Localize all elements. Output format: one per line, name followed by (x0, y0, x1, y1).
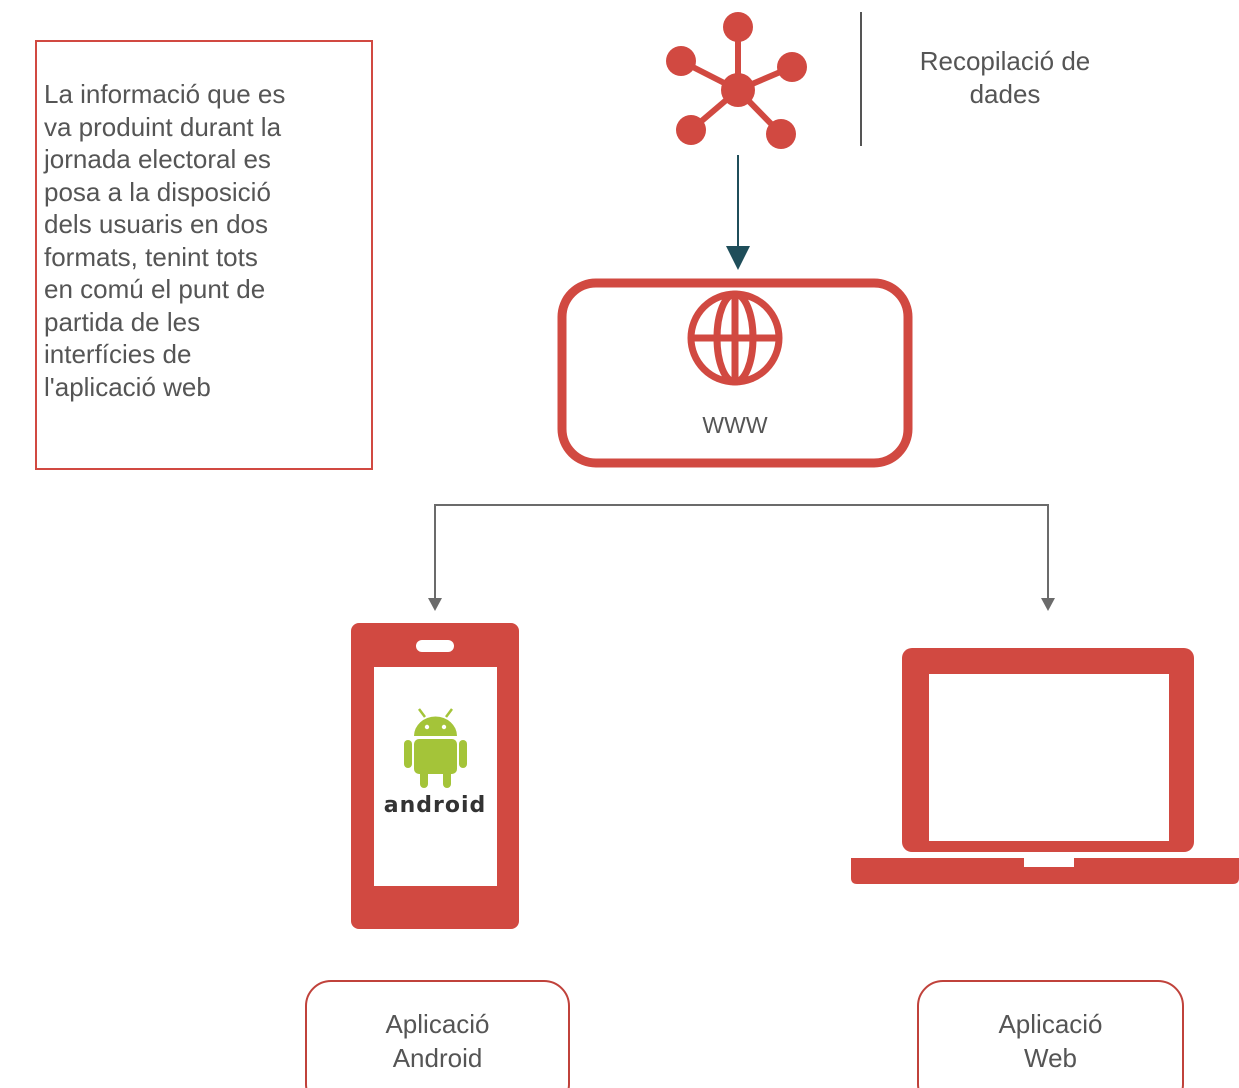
android-app-label: Aplicació Android (385, 1009, 490, 1073)
data-source-label: Recopilació de dades (919, 46, 1091, 109)
description-text: La informació que es va produint durant … (44, 79, 286, 402)
network-hub-icon (666, 12, 807, 149)
android-robot-icon (404, 708, 467, 788)
laptop-icon (851, 648, 1239, 884)
web-app-label: Aplicació Web (998, 1009, 1103, 1073)
smartphone-icon (351, 623, 519, 929)
android-wordmark: android (384, 793, 487, 818)
description-box: La informació que es va produint durant … (35, 40, 373, 470)
arrowhead-to-android (428, 598, 442, 611)
globe-icon (687, 290, 783, 386)
android-app-box: Aplicació Android (305, 980, 570, 1088)
android-eye-right (441, 724, 447, 730)
www-label: WWW (702, 412, 768, 438)
android-eye-left (424, 724, 430, 730)
connector-www-to-apps (434, 504, 1049, 598)
arrowhead-to-web (1041, 598, 1055, 611)
web-app-box: Aplicació Web (917, 980, 1184, 1088)
